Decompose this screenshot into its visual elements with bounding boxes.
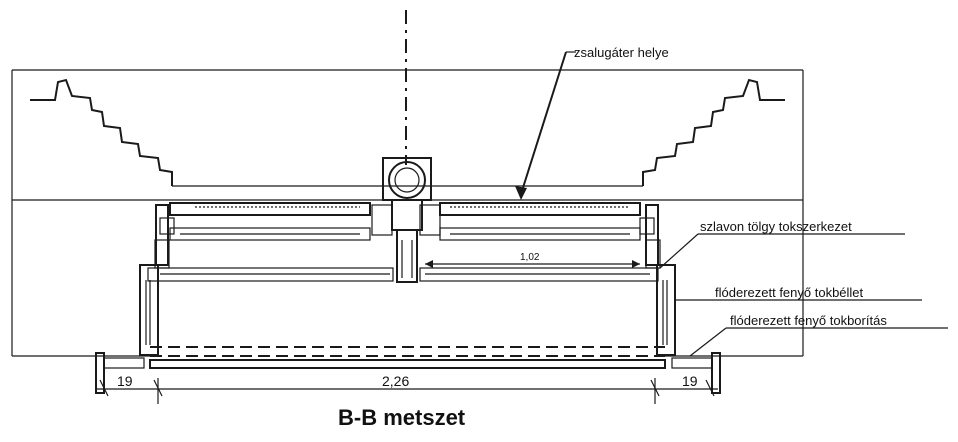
dim-right: 19 (682, 373, 698, 389)
section-caption: B-B metszet (338, 405, 466, 430)
label-frame: szlavon tölgy tokszerkezet (700, 219, 852, 234)
wall-outline (11, 69, 804, 357)
label-casing: flóderezett fenyő tokborítás (730, 313, 887, 328)
label-shutter: zsalugáter helye (574, 45, 669, 60)
frame-leader (659, 233, 905, 269)
inner-dimension-label: 1,02 (520, 252, 540, 263)
right-cornice-moulding (642, 78, 785, 186)
casing-leader (689, 327, 948, 357)
bottom-dimension-line (96, 378, 718, 404)
left-cornice-moulding (30, 78, 173, 186)
label-lining: flóderezett fenyő tokbéllet (715, 285, 864, 300)
window-frame (95, 199, 721, 394)
inner-dimension (425, 260, 640, 268)
dim-center: 2,26 (382, 373, 409, 389)
dim-left: 19 (117, 373, 133, 389)
shutter-leader (515, 51, 576, 200)
